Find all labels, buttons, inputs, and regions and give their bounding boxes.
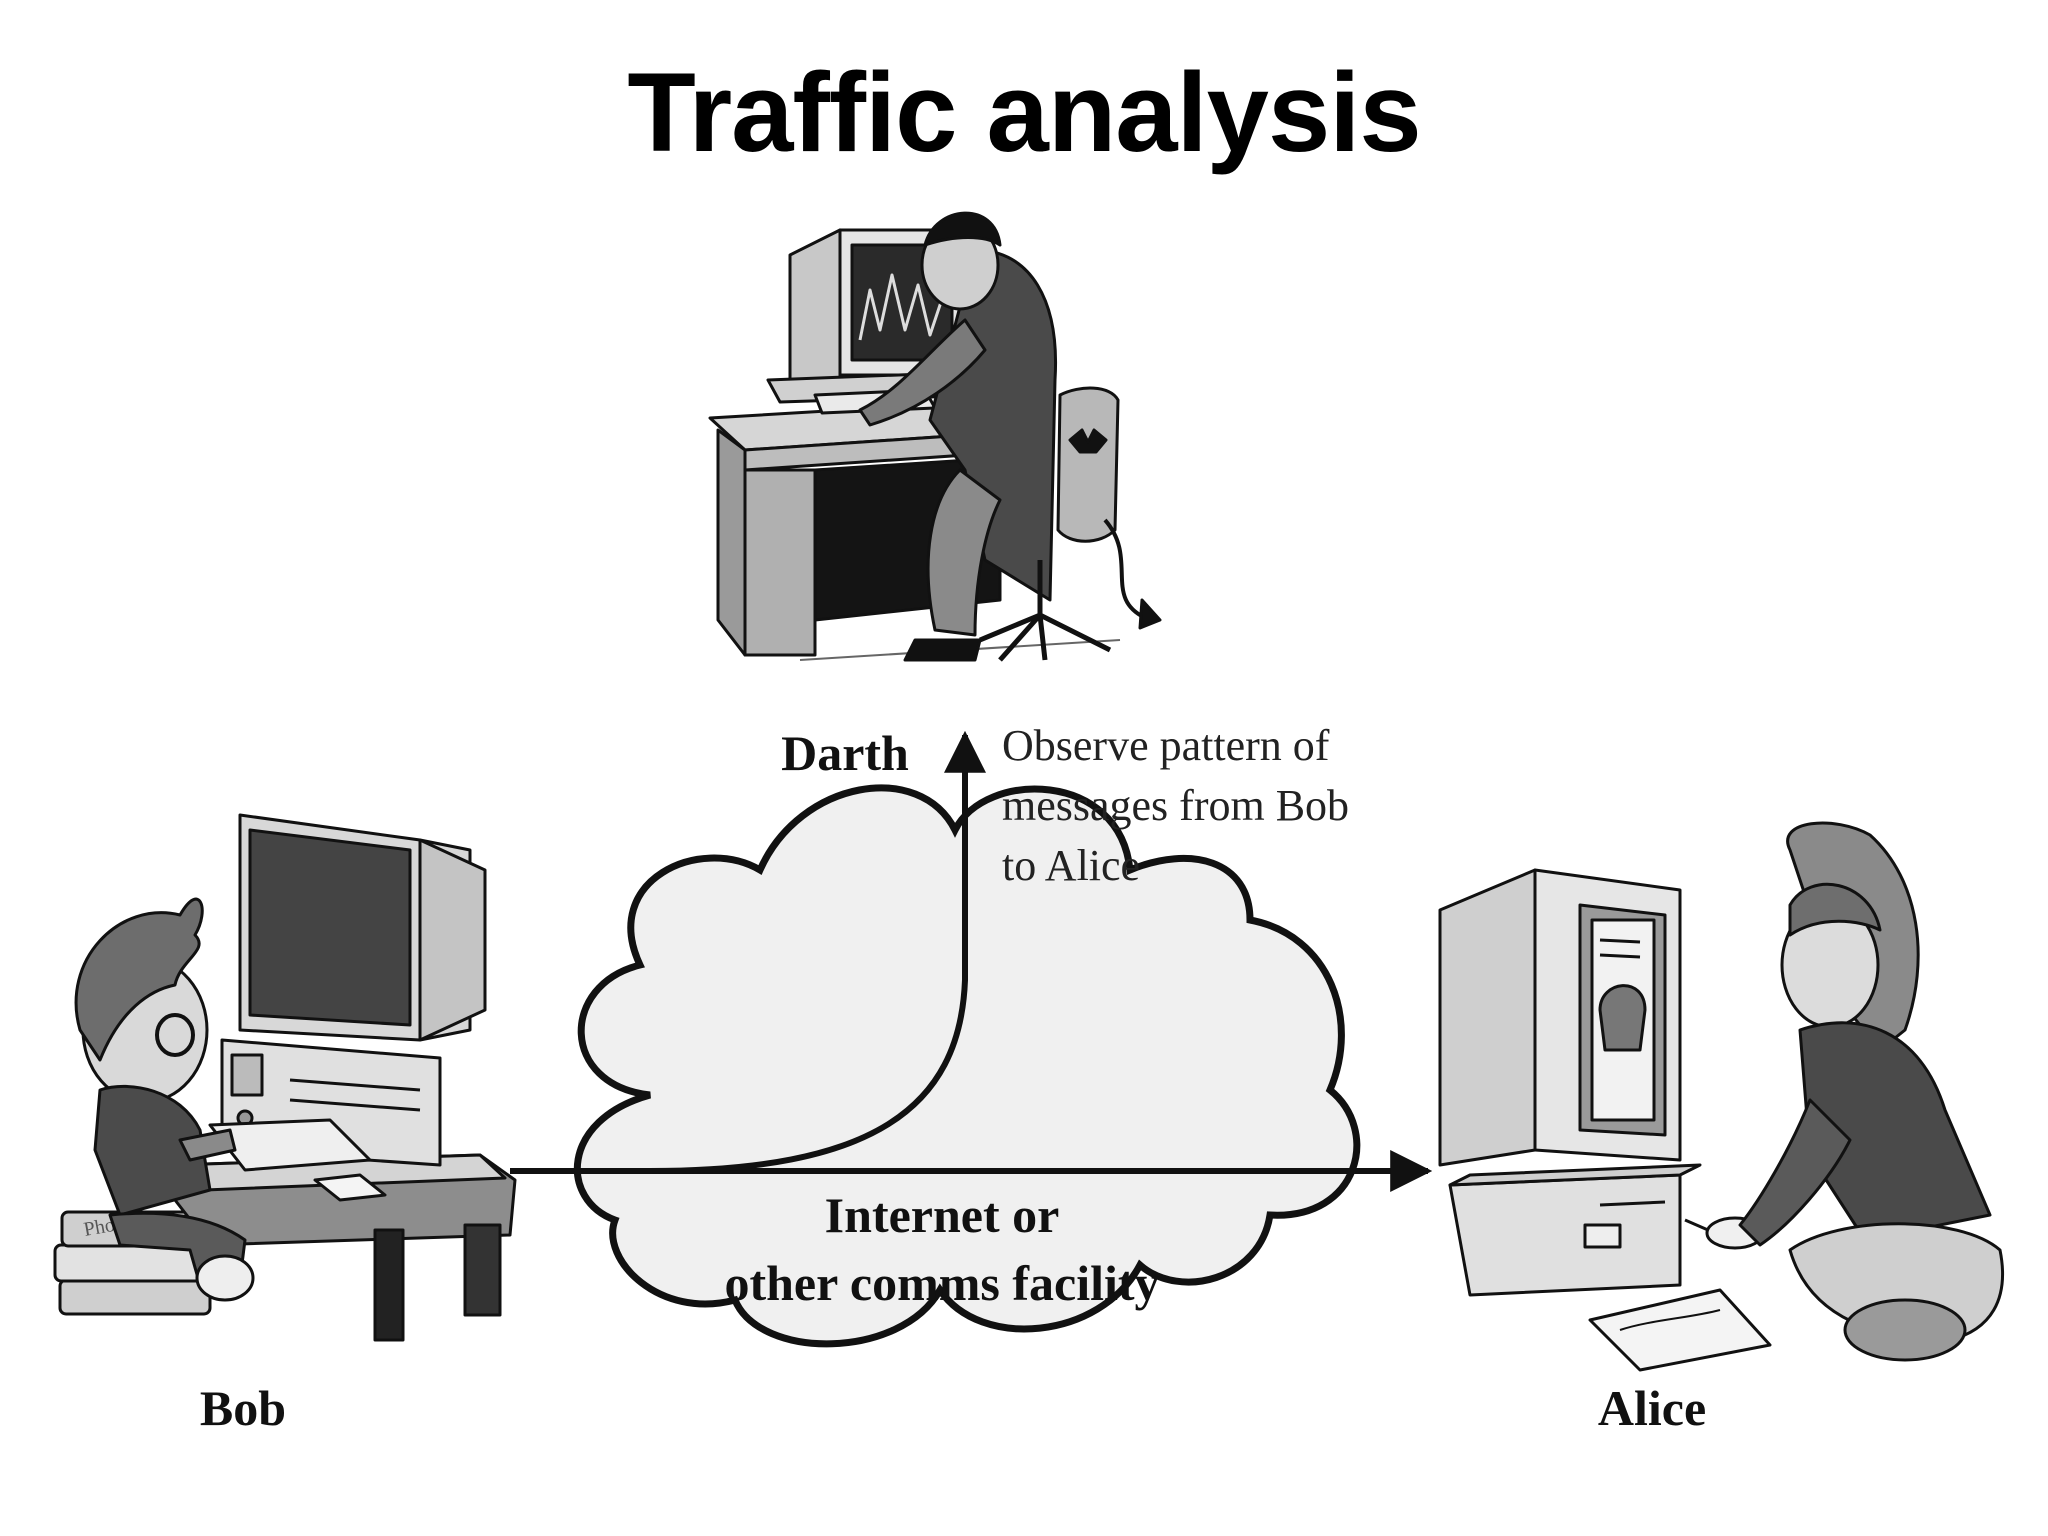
bob-label: Bob [200,1380,286,1436]
cloud-label-line2: other comms facility [724,1255,1159,1311]
observation-label-line2: messages from Bob [1002,781,1349,830]
observation-arrow [649,730,986,1174]
alice-illustration [1438,821,2005,1372]
slide-title: Traffic analysis [627,50,1421,175]
observation-label-line3: to Alice [1002,841,1140,890]
internet-cloud [573,784,1361,1348]
bob-illustration: Phone [53,813,517,1342]
observation-label-line1: Observe pattern of [1002,721,1330,770]
darth-illustration [708,211,1162,662]
alice-label: Alice [1598,1380,1706,1436]
cloud-label-line1: Internet or [825,1187,1060,1243]
darth-label: Darth [781,725,909,781]
